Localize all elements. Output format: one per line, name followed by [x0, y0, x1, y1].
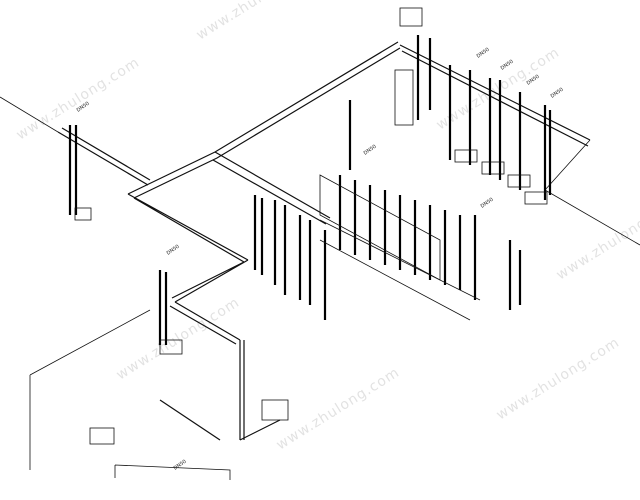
equipment-bank [319, 174, 441, 281]
fixture [507, 174, 531, 188]
fixture [454, 149, 478, 163]
fixture [399, 7, 423, 27]
riser-label: DN50 [480, 197, 495, 210]
risers [68, 35, 552, 345]
riser-label: DN50 [363, 144, 378, 157]
watermarks: www.zhulong.com www.zhulong.com www.zhulon… [14, 0, 640, 453]
main-pipe-run [0, 41, 640, 480]
riser-label: DN50 [173, 459, 188, 472]
fixture [74, 207, 92, 221]
fixture [481, 161, 505, 175]
riser-label: DN50 [166, 244, 181, 257]
water-heater [394, 69, 414, 126]
watermark-text: www.zhulong.com [14, 54, 143, 143]
riser-label: DN50 [476, 47, 491, 60]
watermark-text: www.zhulong.com [274, 364, 403, 453]
watermark-text: www.zhulong.com [554, 194, 640, 283]
fixtures [74, 7, 548, 445]
fixture [89, 427, 115, 445]
fixture [159, 339, 183, 355]
riser-labels: DN50 DN50 DN50 DN50 DN50 DN50 DN50 DN50 … [76, 47, 565, 472]
watermark-text: www.zhulong.com [114, 294, 243, 383]
fixture [261, 399, 289, 421]
fixture [524, 191, 548, 205]
watermark-text: www.zhulong.com [494, 334, 623, 423]
watermark-text: www.zhulong.com [194, 0, 323, 43]
watermark-text: www.zhulong.com [434, 44, 563, 133]
riser-label: DN50 [550, 87, 565, 100]
